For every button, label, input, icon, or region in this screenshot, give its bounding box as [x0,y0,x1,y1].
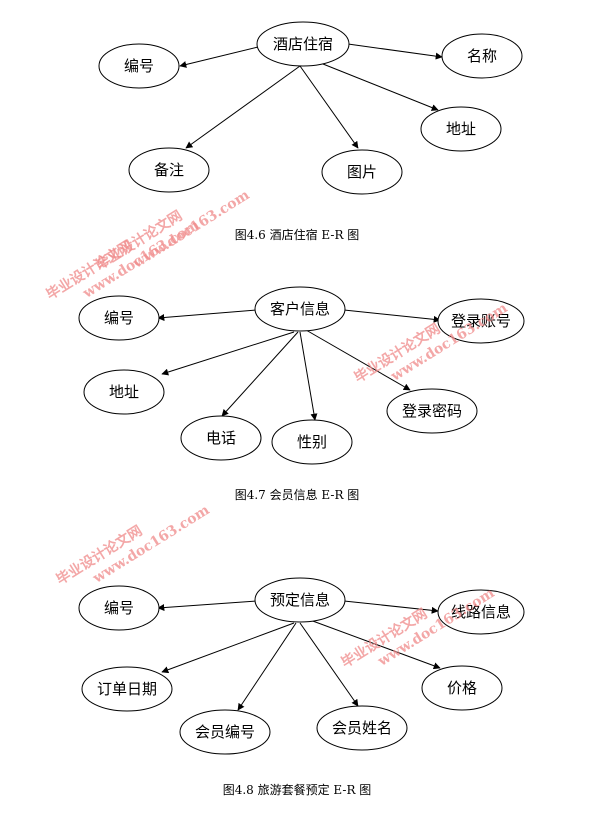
attribute-label: 名称 [467,47,497,65]
edge-booking-member-id [237,622,297,711]
figure-caption: 图4.6 酒店住宿 E-R 图 [235,227,360,242]
attribute-node: 名称 [441,33,523,79]
attribute-label: 电话 [206,429,236,447]
attribute-label: 登录密码 [402,402,462,420]
edge-booking-id [157,600,257,612]
attribute-label: 会员姓名 [332,719,392,737]
edge-hotel-name [347,43,443,60]
edge-member-address [161,331,295,376]
attribute-node: 编号 [78,585,160,631]
entity-label: 酒店住宿 [273,35,333,53]
edge-hotel-image [299,65,359,149]
attribute-label: 地址 [109,383,139,401]
edge-booking-price [309,619,441,670]
edge-hotel-address [317,61,439,111]
attribute-node: 电话 [180,415,262,461]
edge-member-password [305,329,411,391]
attribute-label: 备注 [154,161,184,179]
attribute-label: 性别 [297,433,327,451]
attribute-node: 线路信息 [437,589,525,635]
watermark: 毕业设计论文网 www.doc163.com [53,502,213,588]
attribute-node: 编号 [78,295,160,341]
attribute-label: 订单日期 [97,680,157,698]
attribute-node: 图片 [321,149,403,195]
attribute-label: 编号 [104,309,134,327]
figure-caption: 图4.7 会员信息 E-R 图 [235,487,360,502]
attribute-label: 价格 [447,679,477,697]
attribute-node: 地址 [420,106,502,152]
attribute-node: 地址 [83,369,165,415]
edge-hotel-id [179,46,259,68]
attribute-node: 性别 [271,419,353,465]
edge-member-account [343,309,441,323]
attribute-node: 会员编号 [179,709,271,755]
edge-booking-member-name [299,622,359,707]
entity-node: 预定信息 [254,577,346,623]
edge-hotel-remark [185,65,301,149]
er-diagram-member: 客户信息 编号 登录账号 地址 电话 性别 登录密码 图4.7 会员信息 E-R… [78,286,525,502]
attribute-label: 地址 [446,120,476,138]
er-diagram-booking: 预定信息 编号 线路信息 订单日期 会员编号 会员姓名 价格 图4.8 旅游套餐… [78,577,525,797]
edge-booking-route [343,600,439,614]
edge-member-phone [221,331,299,417]
edge-booking-date [161,622,295,674]
edge-member-id [157,309,257,321]
attribute-node: 备注 [128,147,210,193]
entity-label: 客户信息 [270,300,330,318]
attribute-node: 价格 [421,665,503,711]
attribute-label: 编号 [104,599,134,617]
attribute-label: 会员编号 [195,723,255,741]
attribute-node: 会员姓名 [316,705,408,751]
attribute-label: 图片 [347,163,377,181]
attribute-node: 登录账号 [437,298,525,344]
figure-caption: 图4.8 旅游套餐预定 E-R 图 [223,782,372,797]
entity-node: 客户信息 [254,286,346,332]
attribute-label: 登录账号 [451,312,511,330]
edge-member-gender [299,331,318,421]
attribute-label: 线路信息 [451,603,511,621]
er-diagram-hotel: 酒店住宿 编号 名称 备注 图片 地址 图4.6 酒店住宿 E-R 图 [98,21,523,242]
entity-label: 预定信息 [270,591,330,609]
attribute-node: 订单日期 [81,666,173,712]
attribute-node: 登录密码 [386,388,478,434]
attribute-node: 编号 [98,43,180,89]
entity-node: 酒店住宿 [256,21,350,67]
attribute-label: 编号 [124,57,154,75]
